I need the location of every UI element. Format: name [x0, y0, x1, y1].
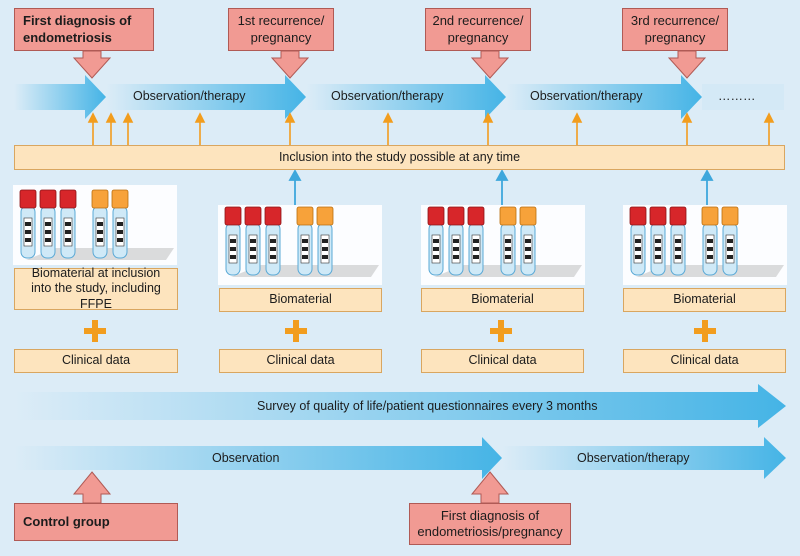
sample-tube-icon	[264, 206, 282, 276]
control-therapy-label: Observation/therapy	[577, 451, 690, 465]
clinical-data-box-1: Clinical data	[14, 349, 178, 373]
sample-tube-icon	[59, 189, 77, 259]
timeline-segment-3-label: Observation/therapy	[530, 89, 643, 103]
timeline-arrow-4	[506, 75, 702, 119]
sample-tube-icon	[91, 189, 109, 259]
timeline-arrow-2	[106, 75, 306, 119]
orange-up-arrow	[482, 112, 494, 145]
timeline-continuation: ………	[718, 89, 756, 103]
control-therapy-arrow	[502, 437, 786, 479]
timeline-arrows	[14, 75, 784, 119]
control-observation-label: Observation	[212, 451, 280, 465]
sample-tube-icon	[721, 206, 739, 276]
orange-up-arrow	[571, 112, 583, 145]
sample-tubes-4	[629, 206, 784, 277]
sample-tube-icon	[316, 206, 334, 276]
survey-label: Survey of quality of life/patient questi…	[257, 399, 598, 413]
clinical-data-box-3: Clinical data	[421, 349, 584, 373]
sample-tube-icon	[224, 206, 242, 276]
biomaterial-box-3: Biomaterial	[421, 288, 584, 312]
sample-tube-icon	[111, 189, 129, 259]
orange-up-arrow	[382, 112, 394, 145]
control-observation-arrow	[14, 437, 502, 479]
orange-up-arrow	[763, 112, 775, 145]
survey-arrow	[14, 384, 786, 428]
blue-up-arrow	[700, 169, 714, 205]
recurrence-1-box: 1st recurrence/ pregnancy	[228, 8, 334, 51]
plus-icon	[285, 320, 307, 342]
orange-up-arrow	[194, 112, 206, 145]
inclusion-band: Inclusion into the study possible at any…	[14, 145, 785, 170]
recurrence-2-box: 2nd recurrence/ pregnancy	[425, 8, 531, 51]
first-diagnosis-box: First diagnosis of endometriosis	[14, 8, 154, 51]
orange-up-arrow	[681, 112, 693, 145]
timeline-arrow-3	[306, 75, 506, 119]
blue-up-arrow	[288, 169, 302, 205]
inclusion-up-arrows	[87, 112, 775, 145]
sample-tube-icon	[467, 206, 485, 276]
clinical-data-box-4: Clinical data	[623, 349, 786, 373]
event-arrow-recurrence-3	[667, 50, 707, 79]
sample-tubes-2	[224, 206, 379, 277]
orange-up-arrow	[105, 112, 117, 145]
sample-tube-icon	[39, 189, 57, 259]
sample-tube-icon	[296, 206, 314, 276]
orange-up-arrow	[284, 112, 296, 145]
orange-up-arrow	[87, 112, 99, 145]
event-arrow-recurrence-1	[270, 50, 310, 79]
biomaterial-box-2: Biomaterial	[219, 288, 382, 312]
event-arrow-first-diagnosis	[72, 50, 112, 79]
sample-tube-icon	[519, 206, 537, 276]
timeline-arrow-1	[14, 75, 106, 119]
biomaterial-box-4: Biomaterial	[623, 288, 786, 312]
sample-tube-icon	[427, 206, 445, 276]
sample-tube-icon	[447, 206, 465, 276]
first-diagnosis-pregnancy-box: First diagnosis of endometriosis/pregnan…	[409, 503, 571, 545]
control-up-arrows	[72, 471, 510, 504]
sample-tube-icon	[629, 206, 647, 276]
sample-tube-icon	[19, 189, 37, 259]
blue-up-arrow	[495, 169, 509, 205]
biomaterial-up-arrows	[288, 169, 714, 205]
plus-icon	[490, 320, 512, 342]
sample-tubes-1	[19, 189, 174, 260]
timeline-segment-1-label: Observation/therapy	[133, 89, 246, 103]
sample-tubes-3	[427, 206, 582, 277]
timeline-arrow-5	[702, 84, 784, 110]
sample-tube-icon	[244, 206, 262, 276]
timeline-segment-2-label: Observation/therapy	[331, 89, 444, 103]
recurrence-3-box: 3rd recurrence/ pregnancy	[622, 8, 728, 51]
control-group-box: Control group	[14, 503, 178, 541]
control-group-up-arrow	[72, 471, 112, 504]
biomaterial-inclusion-box: Biomaterial at inclusion into the study,…	[14, 266, 178, 311]
sample-tube-icon	[499, 206, 517, 276]
sample-tube-icon	[669, 206, 687, 276]
event-down-arrows	[72, 50, 707, 79]
sample-tube-icon	[701, 206, 719, 276]
event-arrow-recurrence-2	[470, 50, 510, 79]
first-diagnosis-up-arrow	[470, 471, 510, 504]
plus-icon	[84, 320, 106, 342]
plus-icon	[694, 320, 716, 342]
clinical-data-box-2: Clinical data	[219, 349, 382, 373]
sample-tube-icon	[649, 206, 667, 276]
orange-up-arrow	[122, 112, 134, 145]
